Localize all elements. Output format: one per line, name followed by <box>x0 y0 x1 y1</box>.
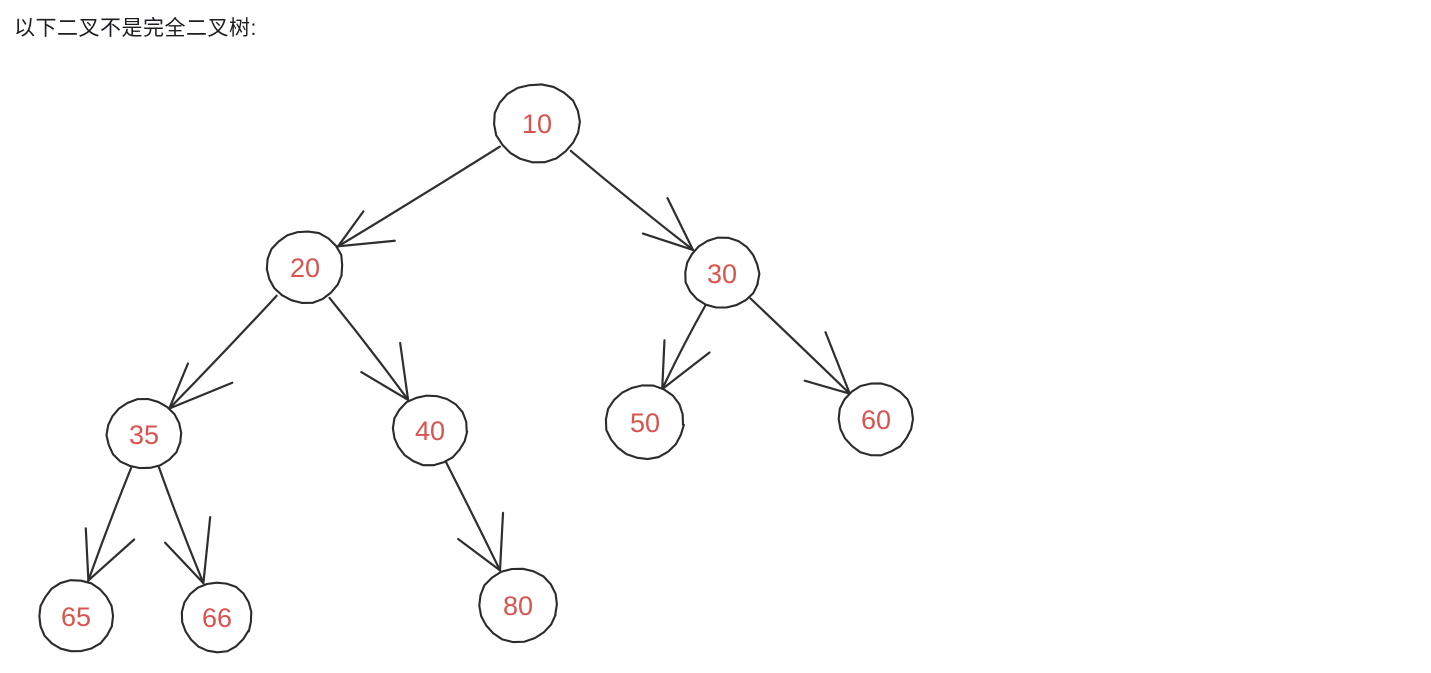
tree-node-30[interactable]: 30 <box>684 236 761 309</box>
arrowhead-barb-2 <box>641 232 695 251</box>
tree-node-40[interactable]: 40 <box>391 394 469 467</box>
arrowhead-barb-2 <box>803 379 851 395</box>
arrowhead-barb-2 <box>360 371 410 402</box>
arrowhead-barb-1 <box>202 515 212 585</box>
arrowhead-barb-1 <box>661 351 711 391</box>
tree-node-35[interactable]: 35 <box>105 397 183 470</box>
node-label-20: 20 <box>290 253 320 283</box>
tree-edge-30-to-60 <box>749 297 851 395</box>
page-caption: 以下二叉不是完全二叉树: <box>14 17 257 40</box>
arrowhead-barb-1 <box>399 341 410 402</box>
tree-edge-10-to-20 <box>336 145 501 248</box>
node-label-65: 65 <box>61 602 91 632</box>
tree-node-20[interactable]: 20 <box>265 230 344 304</box>
node-circle-20 <box>265 230 344 304</box>
arrowhead-barb-1 <box>336 239 396 248</box>
edges-layer <box>84 145 851 585</box>
node-label-40: 40 <box>415 416 445 446</box>
arrowhead-barb-2 <box>661 339 666 391</box>
node-label-35: 35 <box>129 420 159 450</box>
nodes-layer: 10 20 30 35 40 50 60 65 66 80 <box>38 83 915 654</box>
node-label-66: 66 <box>202 603 232 633</box>
node-label-50: 50 <box>630 408 660 438</box>
edge-shaft <box>328 296 410 402</box>
arrowhead-barb-1 <box>666 196 695 251</box>
tree-edge-30-to-50 <box>661 303 711 391</box>
edge-shaft <box>336 145 501 248</box>
node-circle-80 <box>478 567 558 644</box>
tree-edge-10-to-30 <box>569 149 695 251</box>
node-label-30: 30 <box>707 259 737 289</box>
node-circle-60 <box>837 382 915 457</box>
tree-edge-35-to-66 <box>157 466 212 585</box>
arrowhead-barb-2 <box>168 362 189 410</box>
node-circle-30 <box>684 236 761 309</box>
tree-node-66[interactable]: 66 <box>180 581 253 654</box>
edge-shaft <box>444 460 502 572</box>
arrowhead-barb-1 <box>824 331 851 395</box>
arrowhead-barb-2 <box>336 210 365 248</box>
node-label-80: 80 <box>503 591 533 621</box>
node-circle-66 <box>180 581 253 654</box>
tree-node-60[interactable]: 60 <box>837 382 915 457</box>
tree-edge-35-to-65 <box>84 466 136 582</box>
node-circle-40 <box>391 394 469 467</box>
edge-shaft <box>749 297 851 395</box>
arrowhead-barb-1 <box>168 381 234 410</box>
tree-edge-20-to-40 <box>328 296 410 402</box>
node-circle-35 <box>105 397 183 470</box>
arrowhead-barb-2 <box>84 527 90 582</box>
tree-node-10[interactable]: 10 <box>493 83 581 164</box>
edge-shaft <box>168 294 278 410</box>
node-circle-65 <box>38 579 115 653</box>
tree-edge-20-to-35 <box>168 294 278 410</box>
node-circle-10 <box>493 83 581 164</box>
node-circle-50 <box>604 384 685 461</box>
edge-shaft <box>157 466 205 585</box>
arrowhead-barb-1 <box>498 511 505 572</box>
edge-shaft <box>87 466 133 582</box>
tree-node-50[interactable]: 50 <box>604 384 685 461</box>
tree-edge-40-to-80 <box>444 460 505 572</box>
tree-node-65[interactable]: 65 <box>38 579 115 653</box>
tree-node-80[interactable]: 80 <box>478 567 558 644</box>
arrowhead-barb-2 <box>457 537 502 572</box>
edge-shaft <box>569 149 695 251</box>
arrowhead-barb-2 <box>164 541 205 585</box>
edge-shaft <box>661 303 707 391</box>
node-label-60: 60 <box>861 405 891 435</box>
node-label-10: 10 <box>522 109 552 139</box>
arrowhead-barb-1 <box>87 538 136 582</box>
